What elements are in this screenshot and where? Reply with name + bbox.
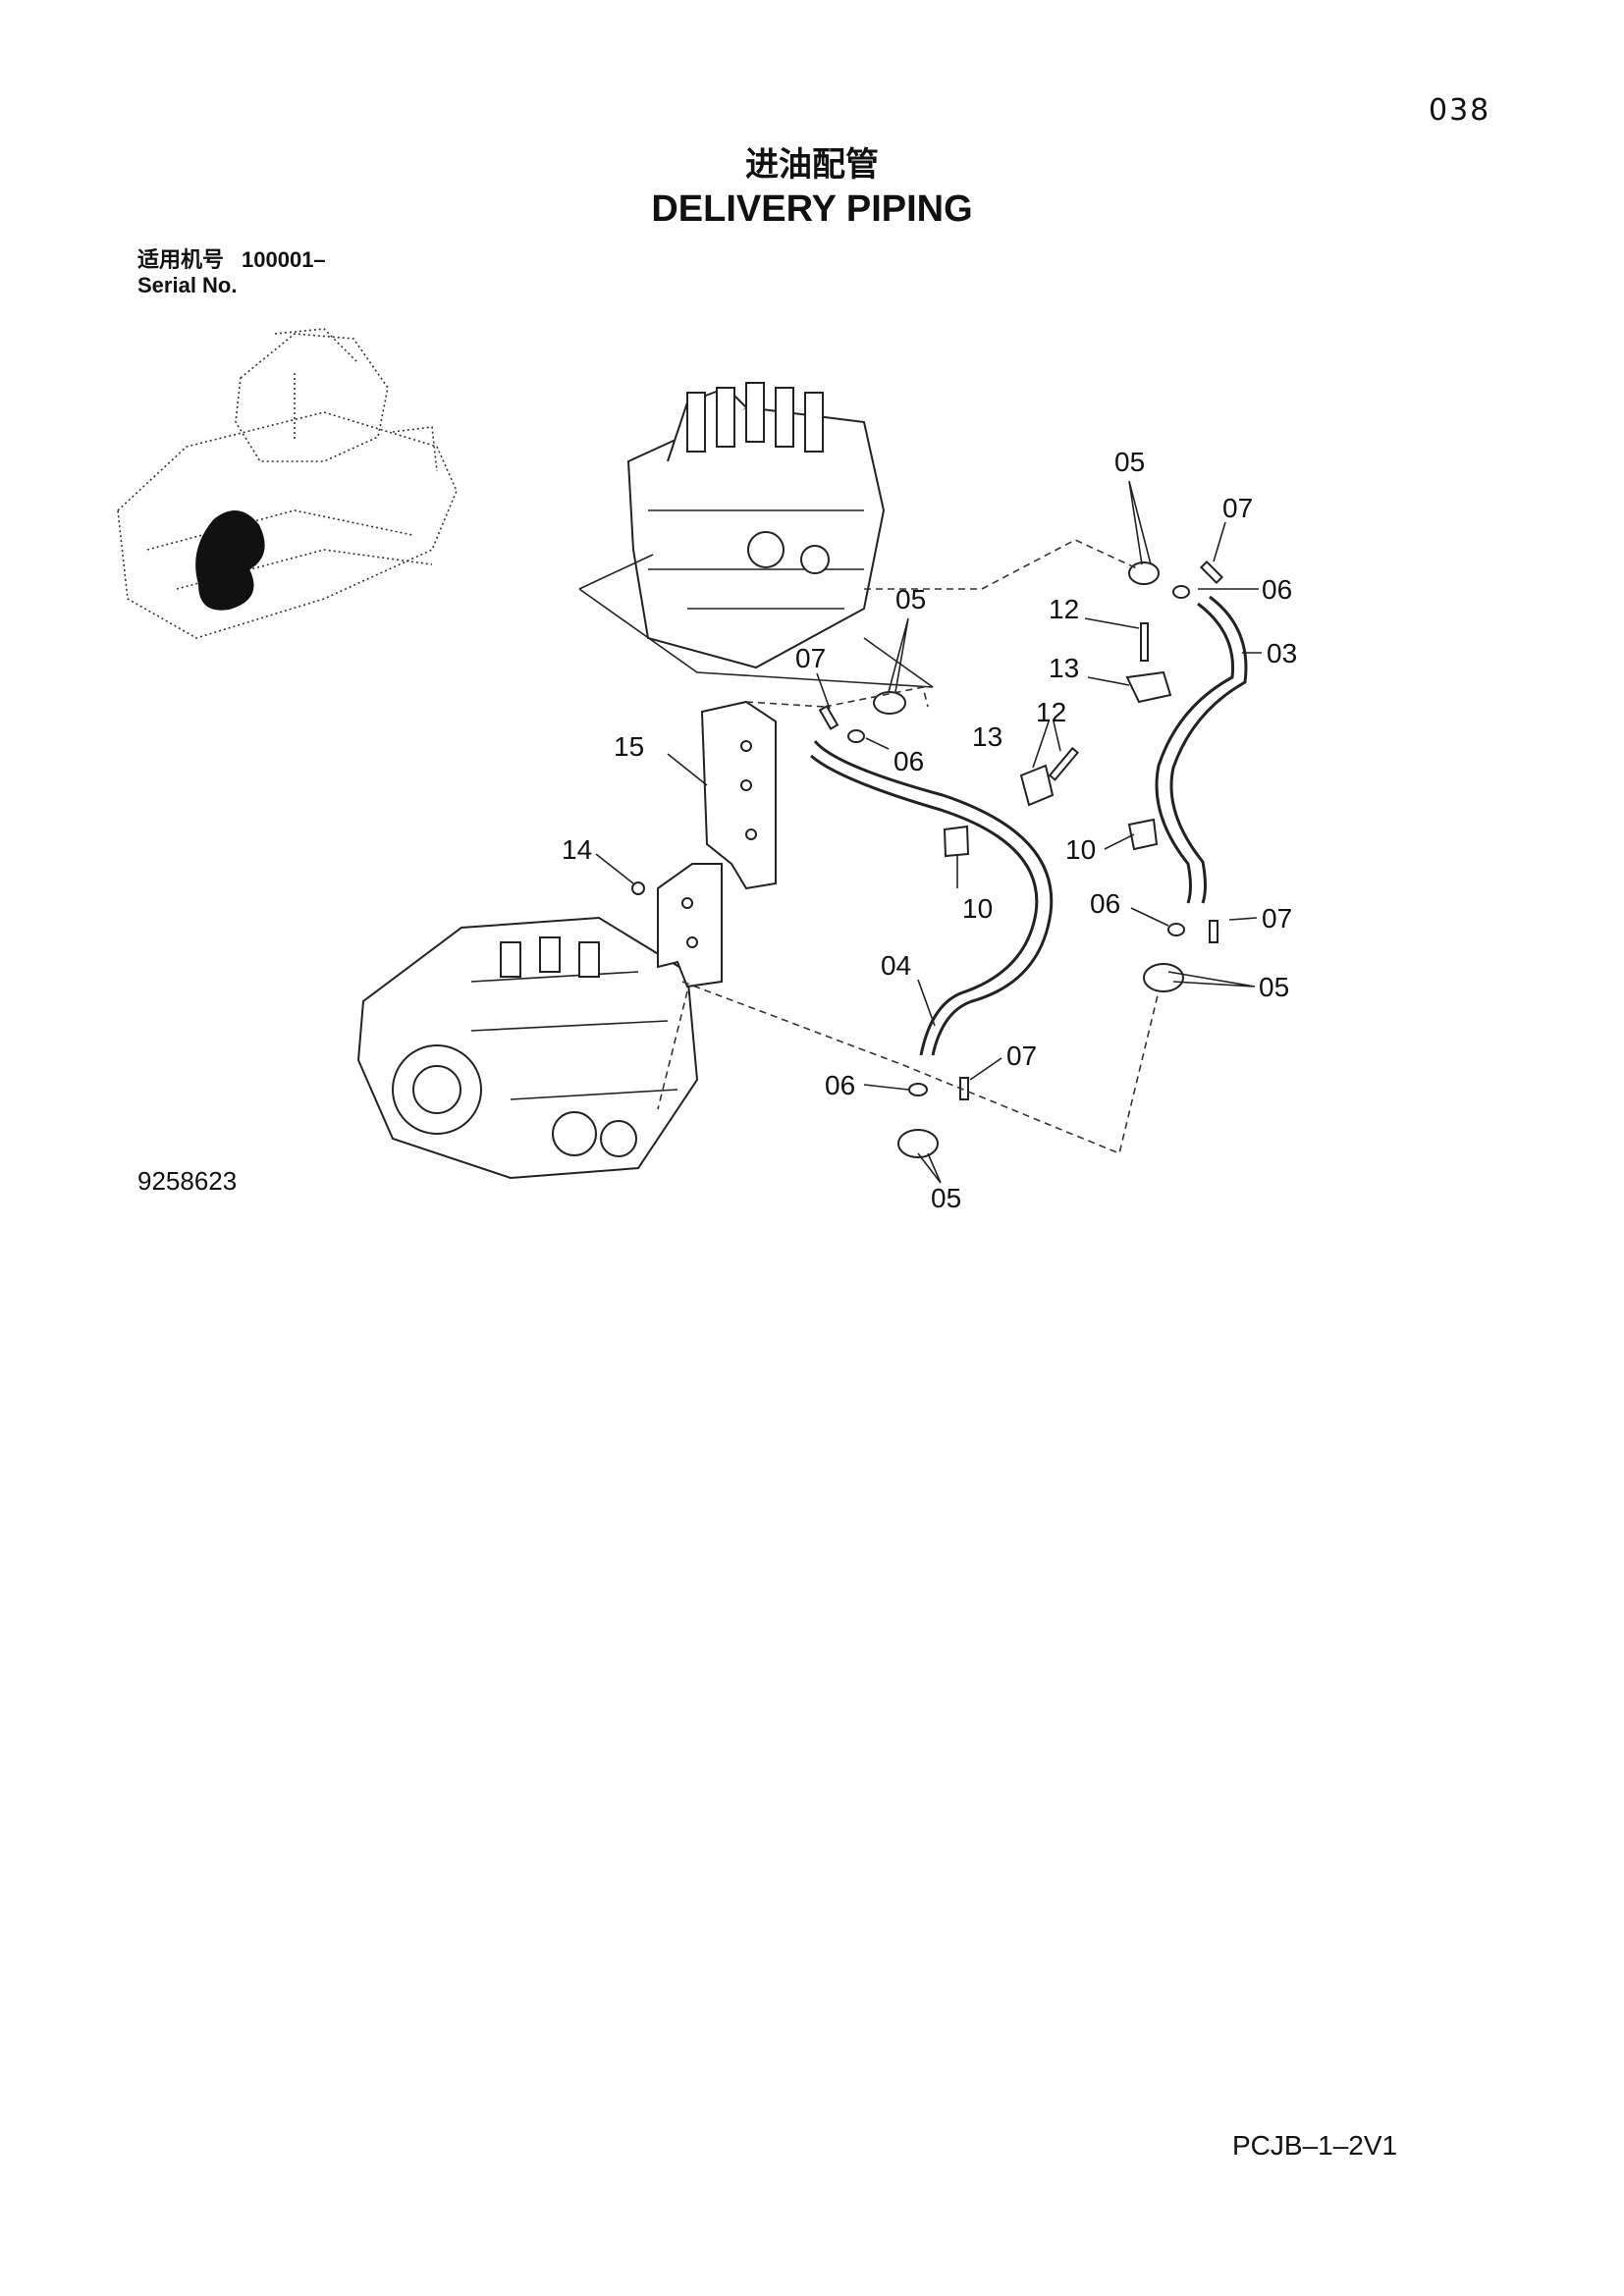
callout-07-right: 07 [1262, 903, 1292, 934]
callout-03: 03 [1267, 638, 1297, 668]
oring-06-top [1172, 585, 1190, 599]
callout-05-top: 05 [1114, 447, 1145, 477]
bracket-15 [700, 700, 777, 890]
valve-base-outline [578, 554, 934, 688]
leader-05-right [1167, 971, 1256, 988]
serial-value: 100001– [242, 247, 326, 272]
leader-05-top [1128, 480, 1152, 565]
page-number: 038 [1429, 93, 1491, 128]
leader-06-right [1130, 907, 1169, 927]
serial-number-block: 适用机号 100001– Serial No. [137, 247, 326, 298]
bolt-12-mid [1048, 746, 1080, 781]
oring-06-bottom [908, 1083, 928, 1096]
flange-05-mid [873, 691, 906, 715]
callout-07-mid: 07 [795, 643, 826, 673]
callout-15: 15 [614, 731, 644, 762]
page-title: DELIVERY PIPING [651, 188, 973, 230]
callout-04: 04 [881, 950, 911, 981]
leader-12-mid [1053, 721, 1061, 752]
leader-13-mid [1032, 721, 1050, 769]
leader-05-bottom [917, 1152, 942, 1184]
callout-05-bottom: 05 [931, 1183, 961, 1213]
leader-05-mid [888, 617, 909, 693]
clamp-13-top [1125, 670, 1172, 704]
connection-line-pump-bracket [657, 990, 688, 1110]
leader-10-right [1104, 833, 1135, 850]
callout-06-mid: 06 [893, 746, 924, 776]
control-valve [626, 382, 886, 669]
bolt-14 [631, 881, 645, 895]
callout-13-top: 13 [1049, 653, 1079, 683]
footer-code: PCJB–1–2V1 [1232, 2130, 1398, 2161]
serial-label: Serial No. [137, 273, 238, 297]
callout-07-bottom: 07 [1006, 1041, 1037, 1071]
hose-04 [813, 740, 1054, 1056]
oring-06-mid [847, 729, 865, 743]
oring-06-right [1167, 923, 1185, 936]
clamp-13-mid [1019, 764, 1055, 807]
leader-15 [667, 753, 708, 786]
bolt-07-right [1209, 920, 1218, 943]
connection-line-pump [681, 981, 1160, 1155]
leader-07-right [1228, 917, 1258, 921]
figure-number: 9258623 [137, 1166, 238, 1196]
flange-05-right [1143, 963, 1184, 992]
callout-05-right: 05 [1259, 972, 1289, 1002]
flange-05-bottom [897, 1129, 939, 1158]
callout-06-top: 06 [1262, 574, 1292, 605]
bolt-07-top [1199, 560, 1224, 585]
plate-14 [657, 863, 723, 988]
callout-10-left: 10 [962, 893, 993, 924]
clamp-10-left [943, 825, 970, 858]
leader-06-mid [865, 737, 890, 750]
callout-06-bottom: 06 [825, 1070, 855, 1100]
callout-13-mid: 13 [972, 721, 1002, 752]
clamp-10-right [1127, 818, 1159, 851]
callout-14: 14 [562, 834, 592, 865]
connection-line-valve-mid [824, 686, 929, 708]
serial-label-chinese: 适用机号 [137, 247, 225, 272]
callout-10-right: 10 [1065, 834, 1096, 865]
bolt-07-mid [818, 705, 839, 730]
callout-12-mid: 12 [1036, 697, 1066, 727]
leader-12-top [1084, 617, 1140, 629]
hose-04-inner [810, 754, 1039, 1056]
callout-12-top: 12 [1049, 594, 1079, 624]
leader-07-top [1213, 521, 1226, 562]
hose-03-inner [1169, 595, 1248, 904]
flange-05-top [1128, 561, 1160, 585]
connection-line-bracket [745, 701, 826, 708]
leader-06-bottom [863, 1084, 909, 1091]
leader-07-mid [816, 672, 831, 710]
hose-03 [1155, 602, 1235, 904]
connection-line-valve-top [864, 539, 1140, 590]
leader-13-top [1087, 676, 1130, 686]
leader-14 [595, 853, 634, 884]
leader-04 [917, 979, 936, 1027]
callout-06-right: 06 [1090, 888, 1120, 919]
highlight-area-icon [195, 510, 265, 611]
excavator-key-view [117, 328, 458, 639]
bolt-12-top [1140, 622, 1149, 662]
hydraulic-pump [356, 916, 699, 1180]
leader-07-bottom [969, 1057, 1002, 1081]
page-title-chinese: 进油配管 [745, 145, 879, 185]
callout-05-mid: 05 [895, 584, 926, 614]
callout-07-top: 07 [1222, 493, 1253, 523]
